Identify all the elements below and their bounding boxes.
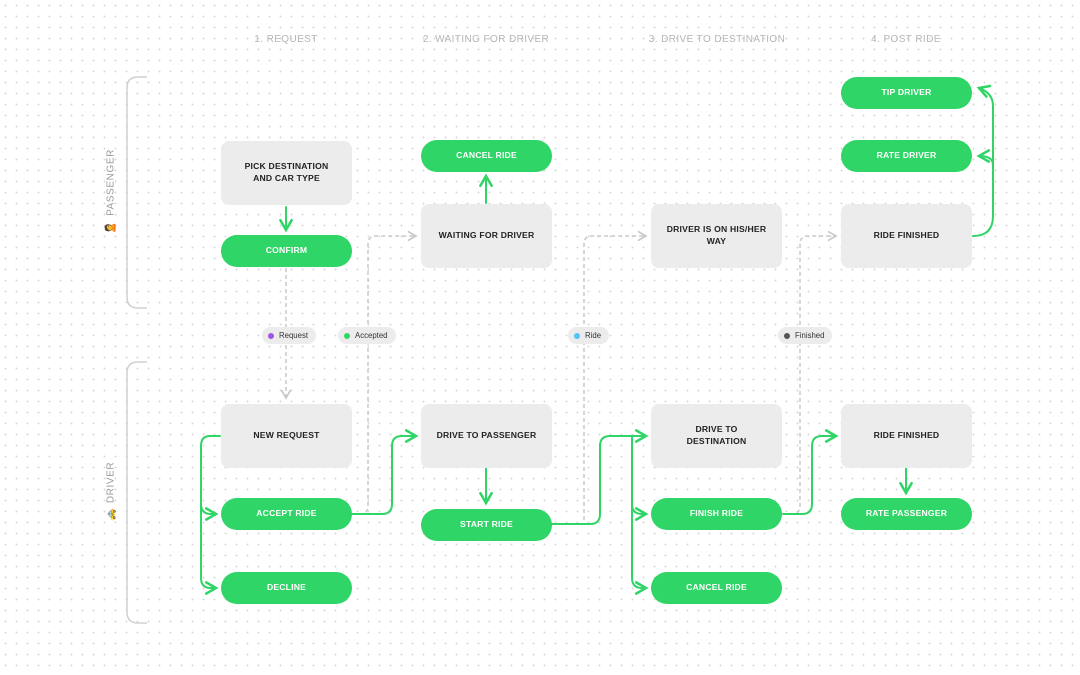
node-decline[interactable]: DECLINE (221, 572, 352, 604)
node-cancel-ride-driver[interactable]: CANCEL RIDE (651, 572, 782, 604)
taxi-icon: 🚕 (105, 508, 117, 522)
node-drive-to-passenger[interactable]: DRIVE TO PASSENGER (421, 404, 552, 468)
node-ride-finished-driver[interactable]: RIDE FINISHED (841, 404, 972, 468)
node-start-ride[interactable]: START RIDE (421, 509, 552, 541)
node-tip-driver[interactable]: TIP DRIVER (841, 77, 972, 109)
event-pill-accepted: Accepted (338, 327, 396, 344)
passenger-lane-label: 🙎PASSENGER (105, 149, 117, 234)
node-pick-destination[interactable]: PICK DESTINATION AND CAR TYPE (221, 141, 352, 205)
request-dot (268, 332, 274, 339)
node-driver-on-way[interactable]: DRIVER IS ON HIS/HER WAY (651, 204, 782, 268)
driver-lane-label: 🚕DRIVER (105, 461, 117, 522)
node-accept-ride[interactable]: ACCEPT RIDE (221, 498, 352, 530)
finished-dot (784, 332, 790, 339)
finished-connector (783, 230, 838, 515)
node-drive-to-destination[interactable]: DRIVE TO DESTINATION (651, 404, 782, 468)
node-confirm[interactable]: CONFIRM (221, 235, 352, 267)
node-waiting-for-driver[interactable]: WAITING FOR DRIVER (421, 204, 552, 268)
column-header-waiting: 2. WAITING FOR DRIVER (422, 34, 550, 45)
accepted-dot (344, 332, 350, 339)
new-request-to-decline-arrow (200, 499, 219, 595)
to-finish-ride-arrow (631, 435, 649, 521)
node-rate-passenger[interactable]: RATE PASSENGER (841, 498, 972, 530)
node-rate-driver[interactable]: RATE DRIVER (841, 140, 972, 172)
event-pill-ride: Ride (568, 327, 610, 344)
ride-finished-to-tip-arrow (972, 84, 994, 237)
accept-to-drive-to-passenger-arrow (351, 429, 419, 515)
event-pill-finished: Finished (778, 327, 833, 344)
node-new-request[interactable]: NEW REQUEST (221, 404, 352, 468)
ride-finished-to-rate-arrow (976, 149, 994, 166)
node-cancel-ride-passenger[interactable]: CANCEL RIDE (421, 140, 552, 172)
driver-lane-bracket (126, 361, 147, 624)
ride-connector (583, 230, 648, 520)
passenger-lane-bracket (126, 76, 147, 309)
ride-dot (574, 332, 580, 339)
event-pill-request: Request (262, 327, 317, 344)
start-to-drive-to-destination-arrow (551, 429, 649, 525)
column-header-request: 1. REQUEST (254, 34, 318, 45)
node-finish-ride[interactable]: FINISH RIDE (651, 498, 782, 530)
column-header-post-ride: 4. POST RIDE (871, 34, 941, 45)
new-request-to-accept-arrow (200, 435, 221, 521)
passenger-icon: 🙎 (105, 220, 117, 234)
column-header-drive: 3. DRIVE TO DESTINATION (648, 34, 786, 45)
node-ride-finished-passenger[interactable]: RIDE FINISHED (841, 204, 972, 268)
to-cancel-ride-arrow (631, 499, 649, 595)
finish-to-ride-finished-arrow (782, 429, 839, 515)
accepted-connector (352, 230, 418, 515)
